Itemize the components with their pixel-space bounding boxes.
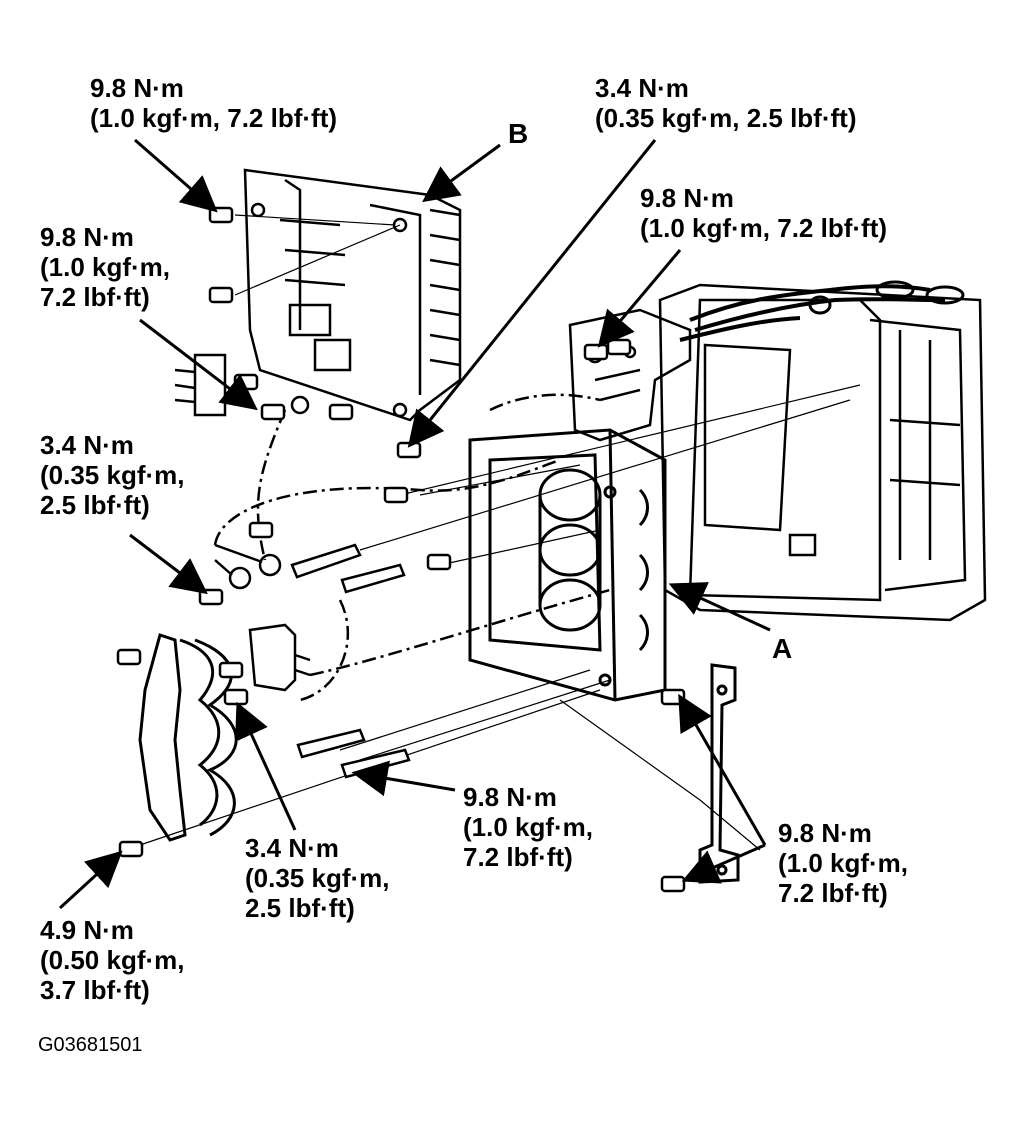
connector: [174, 353, 227, 417]
component-a-housing: [468, 428, 667, 702]
bolt: [118, 840, 144, 858]
bolt: [328, 403, 354, 421]
long-bolt: [290, 543, 362, 579]
bolt: [208, 286, 234, 304]
torque-label-left-upper: 9.8 N·m(1.0 kgf·m,7.2 lbf·ft): [40, 222, 171, 312]
component-label-a: A: [772, 633, 793, 664]
wire-routing: [213, 393, 611, 702]
figure-id: G03681501: [38, 1034, 143, 1056]
bolt: [223, 688, 249, 706]
torque-label-top-center: 3.4 N·m(0.35 kgf·m, 2.5 lbf·ft): [595, 73, 857, 133]
bolt: [116, 648, 142, 666]
bolt: [426, 553, 452, 571]
bolt: [660, 875, 686, 893]
torque-label-bottom-left: 4.9 N·m(0.50 kgf·m,3.7 lbf·ft): [40, 915, 185, 1005]
torque-label-right-upper: 9.8 N·m(1.0 kgf·m, 7.2 lbf·ft): [640, 183, 888, 243]
bolt: [260, 403, 286, 421]
alignment-lines: [139, 214, 861, 851]
bolt: [248, 521, 274, 539]
bolt: [383, 486, 409, 504]
control-module-b: [243, 168, 462, 422]
bolt: [233, 373, 259, 391]
bolt: [583, 343, 609, 361]
long-bolt: [340, 748, 411, 779]
transmission-housing: [658, 283, 987, 622]
mounting-bracket-upper: [568, 308, 692, 442]
torque-label-left-middle: 3.4 N·m(0.35 kgf·m,2.5 lbf·ft): [40, 430, 185, 520]
long-bolt: [296, 728, 366, 759]
component-label-b: B: [508, 118, 529, 149]
bolt: [606, 338, 632, 356]
long-bolts: [290, 543, 411, 779]
relay: [248, 623, 311, 692]
torque-label-right-lower: 9.8 N·m(1.0 kgf·m,7.2 lbf·ft): [778, 818, 909, 908]
cable-harness: [679, 280, 965, 342]
mounting-bracket-lower: [698, 663, 740, 884]
bolt: [396, 441, 422, 459]
long-bolt: [340, 563, 406, 594]
torque-label-top-left: 9.8 N·m(1.0 kgf·m, 7.2 lbf·ft): [90, 73, 338, 133]
bolt: [218, 661, 244, 679]
torque-label-center-lower: 9.8 N·m(1.0 kgf·m,7.2 lbf·ft): [463, 782, 594, 872]
leader-arrows: [58, 138, 771, 910]
torque-label-bottom-center: 3.4 N·m(0.35 kgf·m,2.5 lbf·ft): [245, 833, 390, 923]
ring-terminals: [214, 395, 310, 590]
